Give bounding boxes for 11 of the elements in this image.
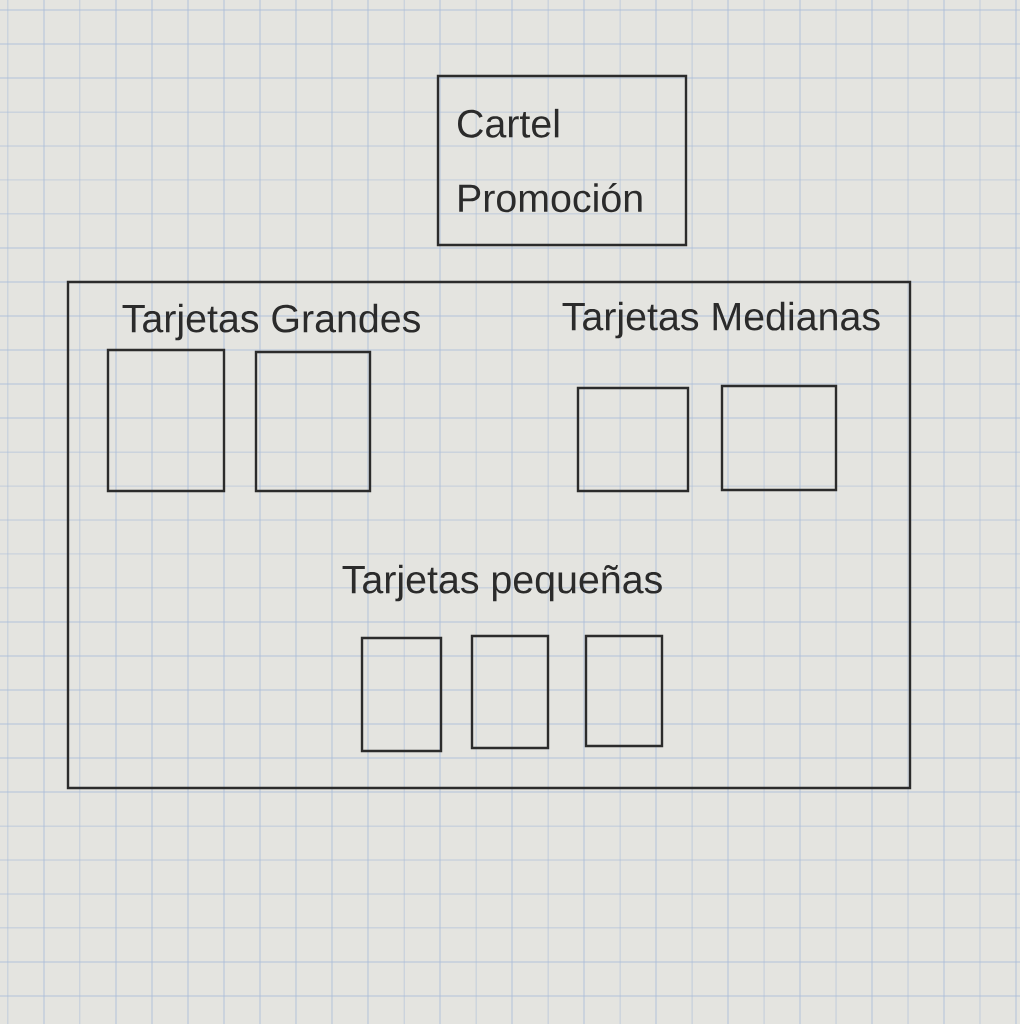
section-heading: Tarjetas Grandes xyxy=(122,303,420,341)
card-box xyxy=(720,384,838,492)
card-box xyxy=(584,634,664,748)
card-box xyxy=(254,350,372,493)
section-heading: Tarjetas pequeñas xyxy=(342,564,662,602)
card-box xyxy=(360,636,443,753)
card-box xyxy=(106,348,226,493)
section-heading: Tarjetas Medianas xyxy=(562,301,880,339)
banner-box: Cartel Promoción xyxy=(436,74,688,247)
card-box xyxy=(576,386,690,493)
card-box xyxy=(470,634,550,750)
